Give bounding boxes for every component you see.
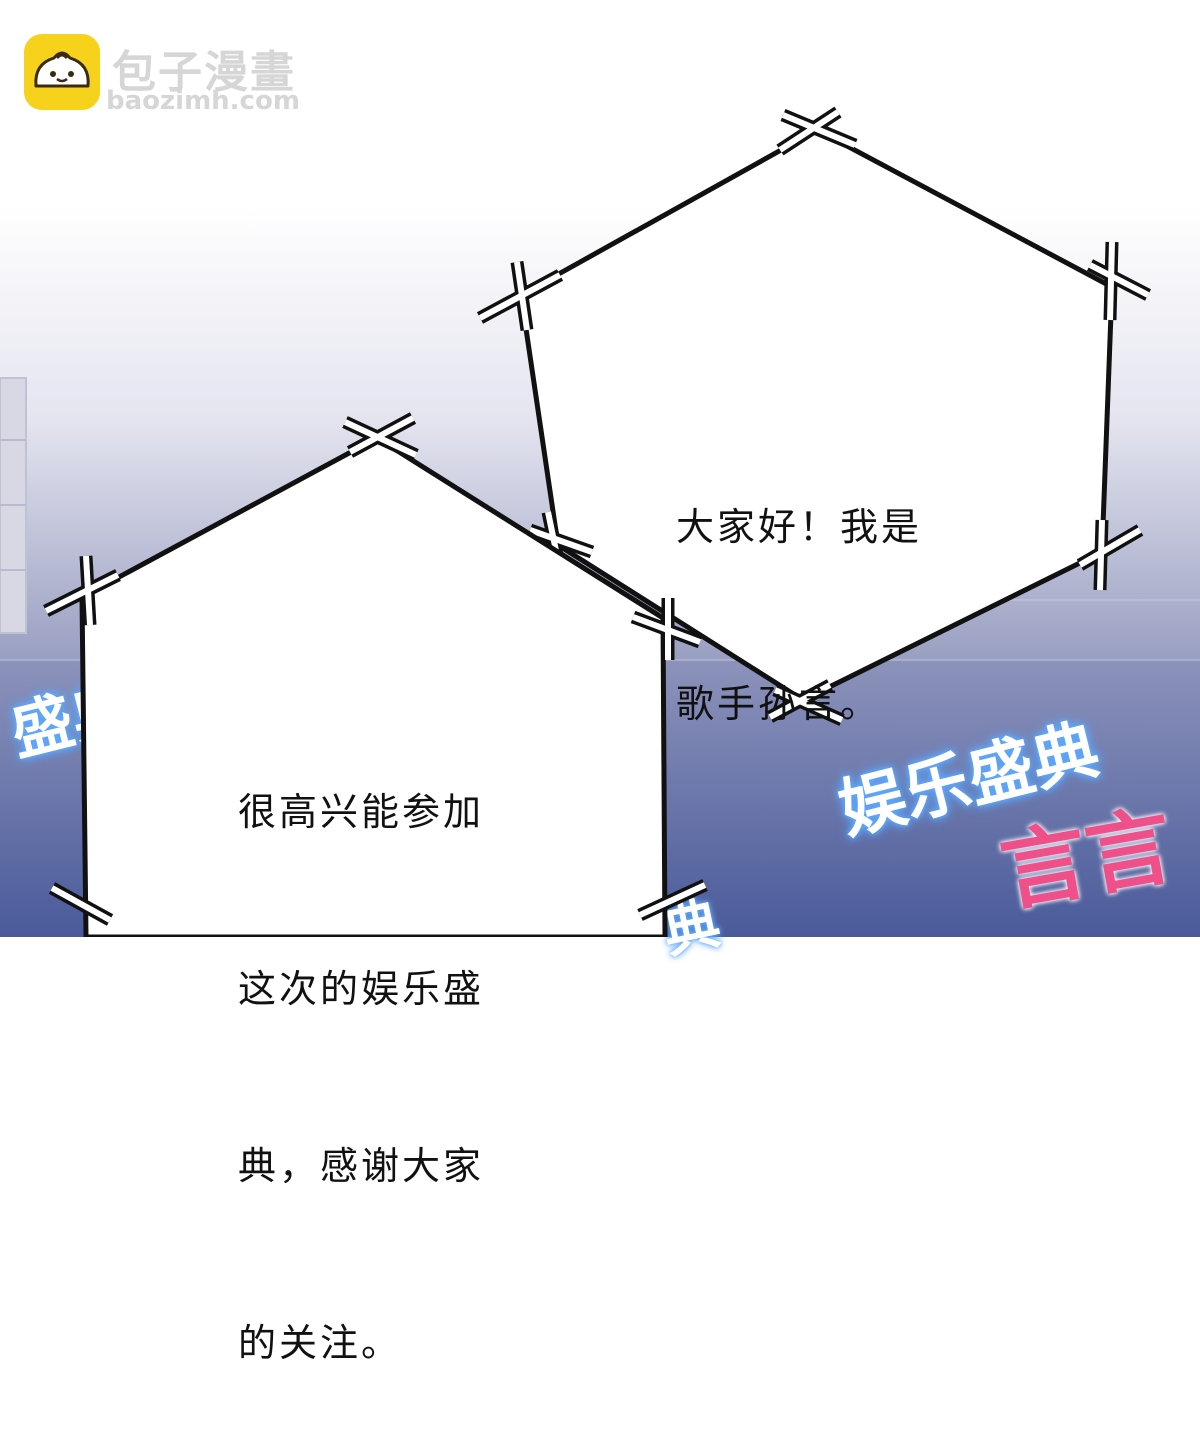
speech-bubble-2-text: 很高兴能参加 这次的娱乐盛 典，感谢大家 的关注。	[238, 665, 484, 1432]
watermark-logo: 包子漫畫 baozimh.com	[24, 34, 314, 116]
speech-bubble-shapes	[43, 106, 1151, 937]
dialogue-line: 大家好！我是	[676, 505, 923, 549]
wall-panel	[0, 377, 27, 634]
dialogue-line: 这次的娱乐盛	[238, 967, 485, 1011]
dialogue-line: 典，感谢大家	[238, 1144, 485, 1188]
watermark-url: baozimh.com	[106, 86, 300, 116]
dialogue-line: 的关注。	[238, 1321, 403, 1365]
dialogue-line: 歌手孙言。	[676, 682, 882, 726]
bun-icon	[24, 34, 100, 110]
dialogue-line: 很高兴能参加	[238, 790, 485, 834]
watermark-title: 包子漫畫	[112, 47, 296, 98]
speech-bubble-1	[476, 106, 1151, 726]
speech-bubble-1-text: 大家好！我是 歌手孙言。	[676, 380, 922, 793]
speech-bubble-2	[43, 412, 708, 937]
